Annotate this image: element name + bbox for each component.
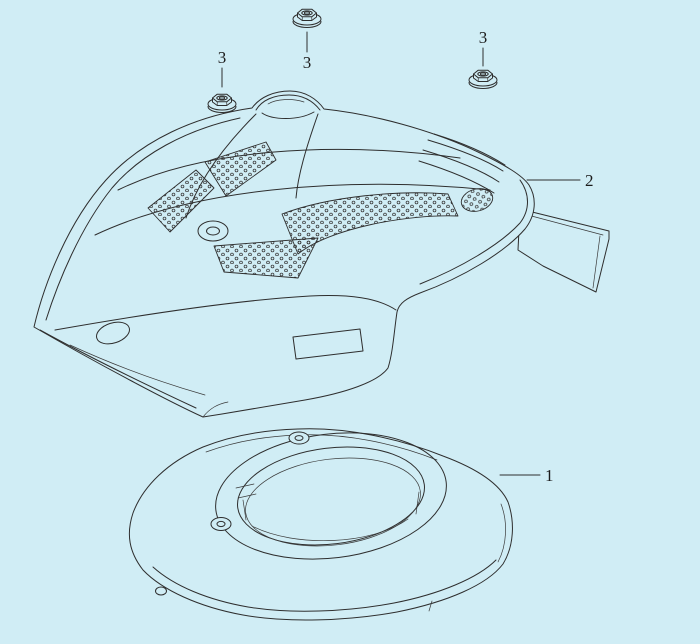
fan-cover-hole-bottom <box>155 586 167 596</box>
cover-label-plate <box>292 328 364 360</box>
fan-cover-boss-left <box>210 517 232 531</box>
flange-nut-left <box>207 93 237 113</box>
fan-cover-boss-top <box>288 431 310 445</box>
engine-top-cover <box>33 90 610 418</box>
vent-lower-center <box>213 237 319 279</box>
callouts: 3 3 3 2 1 <box>218 28 594 485</box>
vent-mid-upper <box>204 141 277 197</box>
callout-label-nut-top: 3 <box>303 53 312 72</box>
vent-left-upper <box>147 169 215 233</box>
callout-label-fan-cover: 1 <box>545 466 554 485</box>
cover-rear-flange <box>517 208 610 293</box>
cover-left-recess <box>96 321 130 345</box>
callout-label-nut-right: 3 <box>479 28 488 47</box>
fan-cover <box>128 428 513 621</box>
flange-nut-top <box>292 8 322 28</box>
callout-label-top-cover: 2 <box>585 171 594 190</box>
cover-right-ribs <box>418 133 506 194</box>
vent-right-round <box>460 188 494 212</box>
flange-nut-right <box>468 69 498 89</box>
fan-opening <box>215 432 447 560</box>
callout-label-nut-left: 3 <box>218 48 227 67</box>
fan-cover-outline <box>128 428 513 621</box>
vent-center-band <box>281 192 459 255</box>
cover-center-boss <box>197 220 229 242</box>
